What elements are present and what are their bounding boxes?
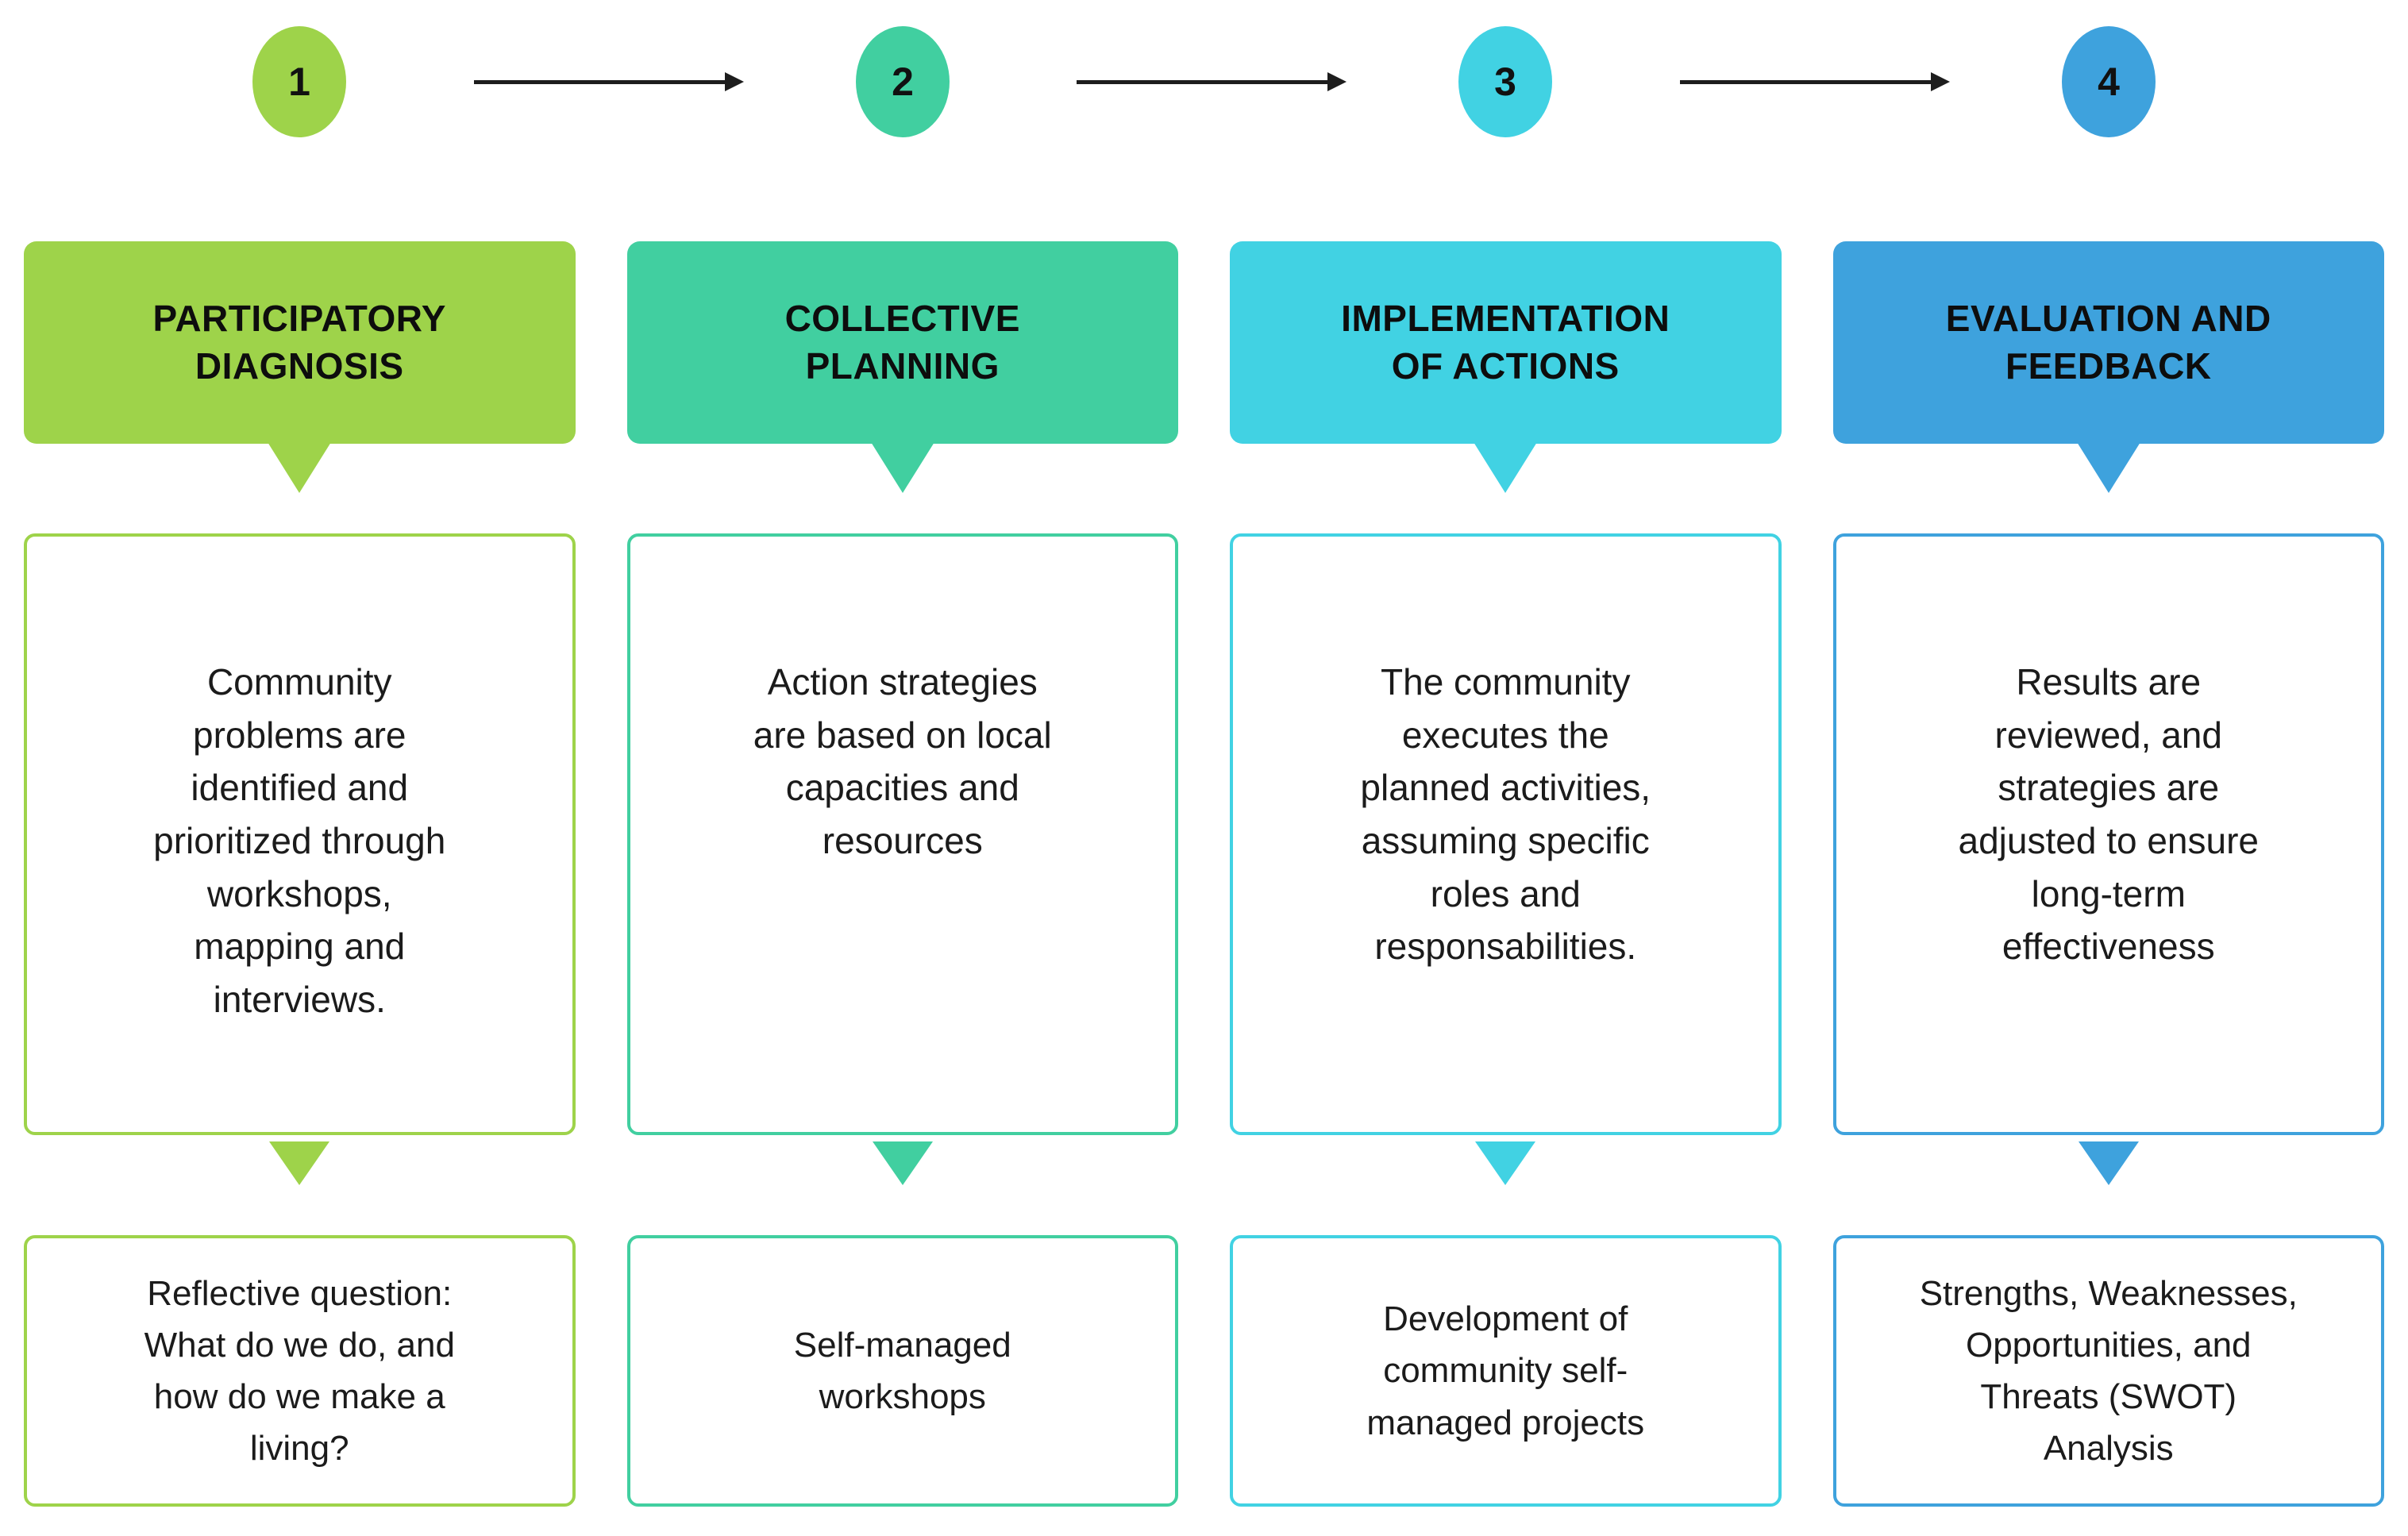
step-title-2: COLLECTIVE PLANNING — [784, 297, 1020, 387]
step-number-1: 1 — [288, 60, 310, 104]
step-output-3: Development of community self- managed p… — [1366, 1299, 1645, 1442]
step-title-3: IMPLEMENTATION OF ACTIONS — [1341, 297, 1670, 387]
steps-grid: PARTICIPATORY DIAGNOSIS Community proble… — [0, 241, 2408, 1507]
step-title-bubble-3: IMPLEMENTATION OF ACTIONS — [1230, 241, 1782, 493]
step-column-4: EVALUATION AND FEEDBACK Results are revi… — [1832, 241, 2384, 1507]
output-box-2: Self-managed workshops — [626, 1235, 1178, 1507]
step-circle-4: 4 — [2062, 26, 2156, 137]
step-circle-2: 2 — [856, 26, 950, 137]
step-title-4: EVALUATION AND FEEDBACK — [1945, 297, 2271, 387]
flow-arrow-3-to-4 — [1680, 72, 1950, 91]
step-description-2: Action strategies are based on local cap… — [753, 661, 1052, 862]
step-output-2: Self-managed workshops — [793, 1325, 1011, 1416]
output-box-1: Reflective question: What do we do, and … — [24, 1235, 576, 1507]
step-circle-3: 3 — [1458, 26, 1552, 137]
flow-arrow-1-to-2 — [474, 72, 744, 91]
step-number-4: 4 — [2098, 60, 2120, 104]
step-description-1: Community problems are identified and pr… — [153, 661, 446, 1021]
step-column-2: COLLECTIVE PLANNING Action strategies ar… — [626, 241, 1178, 1507]
step-description-4: Results are reviewed, and strategies are… — [1958, 661, 2260, 968]
step-title-bubble-1: PARTICIPATORY DIAGNOSIS — [24, 241, 576, 493]
step-column-3: IMPLEMENTATION OF ACTIONS The community … — [1230, 241, 1782, 1507]
description-box-2: Action strategies are based on local cap… — [626, 533, 1178, 1135]
bubble-tail-icon — [268, 442, 332, 493]
output-box-4: Strengths, Weaknesses, Opportunities, an… — [1832, 1235, 2384, 1507]
step-output-1: Reflective question: What do we do, and … — [144, 1273, 455, 1469]
down-arrow-icon — [2078, 1141, 2139, 1185]
step-number-3: 3 — [1494, 60, 1516, 104]
down-arrow-icon — [1475, 1141, 1536, 1185]
bubble-tail-icon — [1474, 442, 1538, 493]
step-title-bubble-2: COLLECTIVE PLANNING — [626, 241, 1178, 493]
flow-arrow-2-to-3 — [1077, 72, 1347, 91]
step-column-1: PARTICIPATORY DIAGNOSIS Community proble… — [24, 241, 576, 1507]
step-title-1: PARTICIPATORY DIAGNOSIS — [152, 297, 446, 387]
step-description-3: The community executes the planned activ… — [1360, 661, 1651, 968]
steps-header-row: 1 2 3 4 — [0, 0, 2408, 241]
step-title-bubble-4: EVALUATION AND FEEDBACK — [1832, 241, 2384, 493]
description-box-1: Community problems are identified and pr… — [24, 533, 576, 1135]
step-circle-1: 1 — [252, 26, 346, 137]
description-box-3: The community executes the planned activ… — [1230, 533, 1782, 1135]
output-box-3: Development of community self- managed p… — [1230, 1235, 1782, 1507]
down-arrow-icon — [269, 1141, 330, 1185]
description-box-4: Results are reviewed, and strategies are… — [1832, 533, 2384, 1135]
step-output-4: Strengths, Weaknesses, Opportunities, an… — [1919, 1273, 2298, 1469]
step-number-2: 2 — [892, 60, 914, 104]
bubble-tail-icon — [2076, 442, 2140, 493]
down-arrow-icon — [872, 1141, 933, 1185]
bubble-tail-icon — [870, 442, 934, 493]
